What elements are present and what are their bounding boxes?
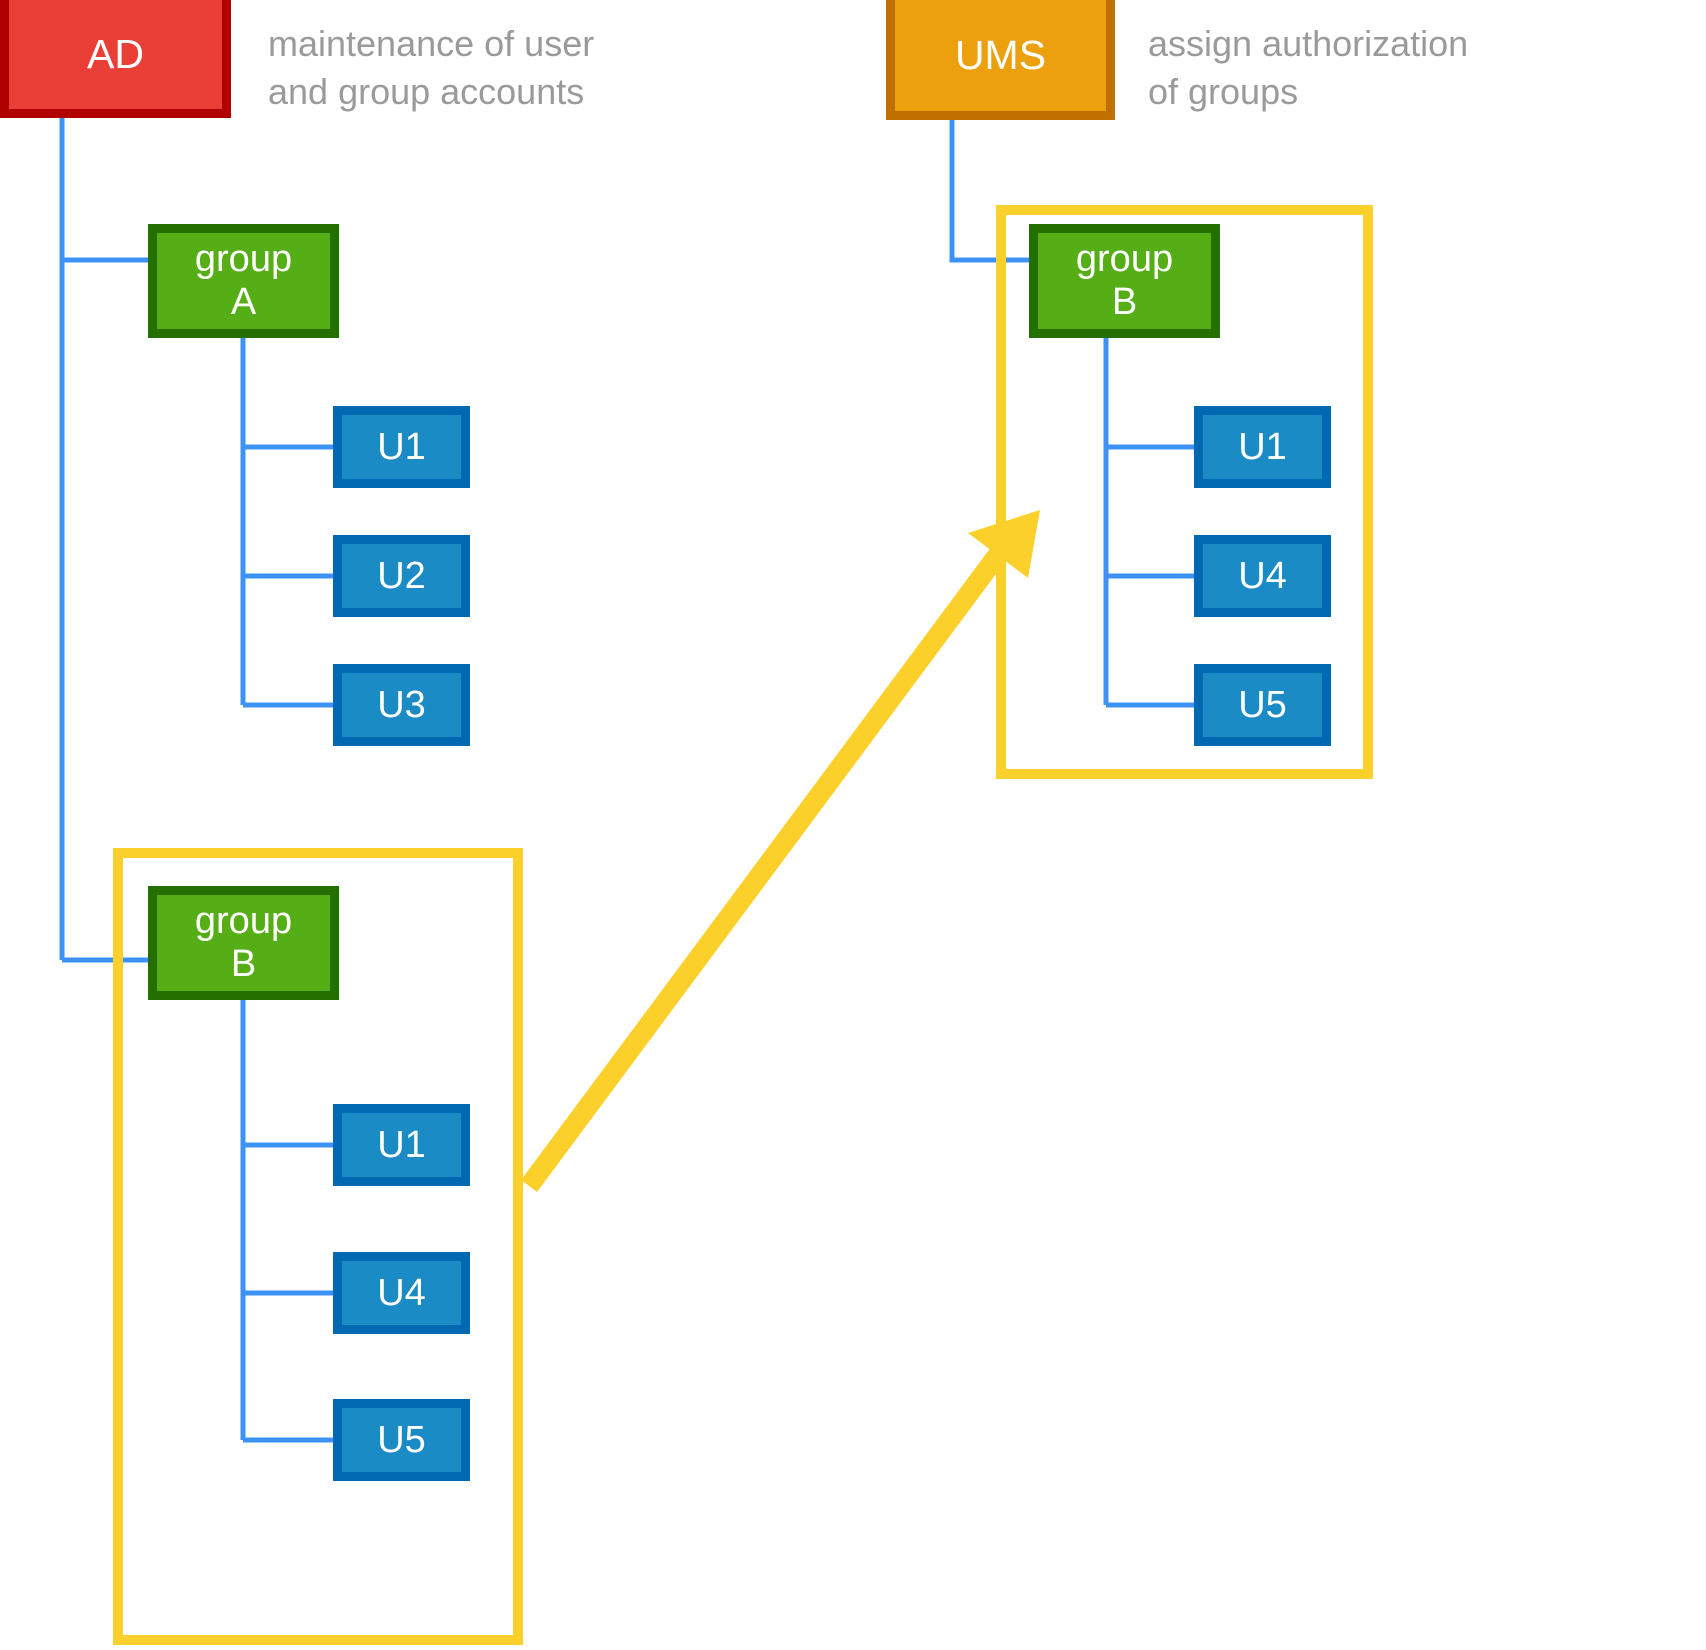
node-ad-group-b[interactable]: group B [148, 886, 339, 1000]
node-group-a-user-u1[interactable]: U1 [333, 406, 470, 488]
node-ums-group-b-user-u5[interactable]: U5 [1194, 664, 1331, 746]
node-user-label: U1 [377, 1123, 426, 1166]
node-ad-label: AD [87, 30, 144, 77]
node-group-b-label: group B [194, 900, 293, 985]
node-ad-group-b-user-u4[interactable]: U4 [333, 1252, 470, 1334]
node-ad[interactable]: AD [0, 0, 231, 118]
node-user-label: U1 [1238, 425, 1287, 468]
node-ad-group-b-user-u5[interactable]: U5 [333, 1399, 470, 1481]
node-ums[interactable]: UMS [886, 0, 1115, 120]
node-user-label: U2 [377, 554, 426, 597]
node-ums-label: UMS [954, 31, 1047, 78]
node-user-label: U1 [377, 425, 426, 468]
caption-ums: assign authorization of groups [1148, 23, 1469, 112]
node-ums-group-b[interactable]: group B [1029, 224, 1220, 338]
node-ad-group-b-user-u1[interactable]: U1 [333, 1104, 470, 1186]
node-ums-group-b-user-u1[interactable]: U1 [1194, 406, 1331, 488]
node-user-label: U5 [1238, 683, 1287, 726]
node-user-label: U3 [377, 683, 426, 726]
group-b-sync-arrow [521, 510, 1040, 1192]
node-ums-group-b-user-u4[interactable]: U4 [1194, 535, 1331, 617]
node-group-a-label: group A [194, 238, 293, 323]
frame-ad-group-b [113, 848, 523, 1645]
node-group-a-user-u2[interactable]: U2 [333, 535, 470, 617]
node-group-a-user-u3[interactable]: U3 [333, 664, 470, 746]
node-group-a[interactable]: group A [148, 224, 339, 338]
node-user-label: U4 [377, 1271, 426, 1314]
frame-ums-group-b [996, 205, 1373, 779]
node-user-label: U4 [1238, 554, 1287, 597]
caption-ad: maintenance of user and group accounts [268, 23, 595, 112]
node-group-b-label: group B [1075, 238, 1174, 323]
node-user-label: U5 [377, 1418, 426, 1461]
